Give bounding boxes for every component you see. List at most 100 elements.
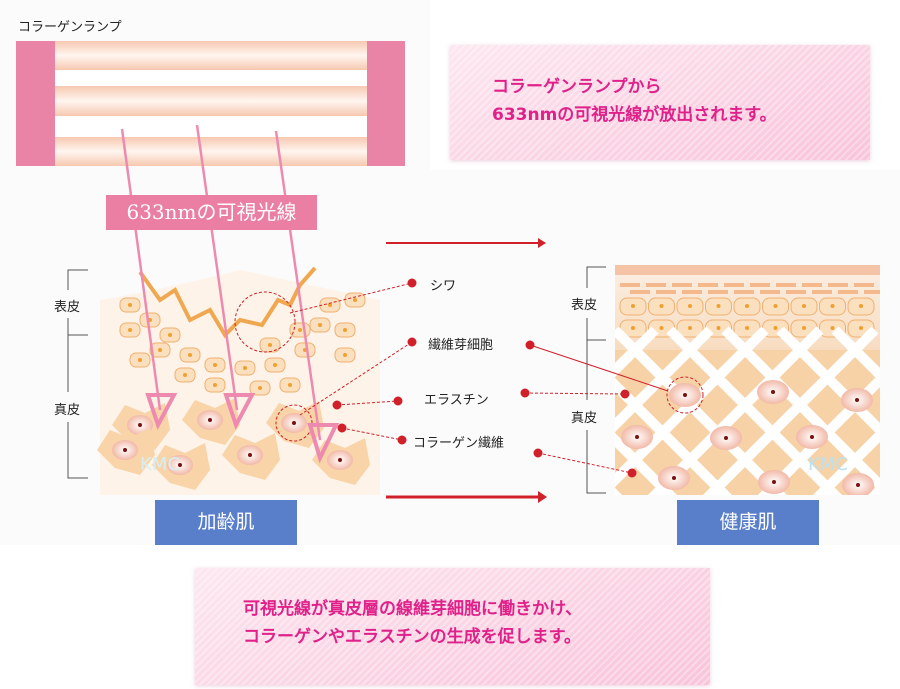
- cell-nucleus: [273, 363, 277, 367]
- light-beams: [120, 124, 340, 464]
- fibroblast-nucleus: [810, 435, 814, 439]
- cell-nucleus: [288, 383, 292, 387]
- cell-nucleus: [773, 326, 778, 330]
- fibroblast-nucleus: [123, 448, 127, 452]
- layer-brackets: [67, 266, 606, 494]
- label-epidermis-left: 表皮: [54, 300, 81, 315]
- skin-flake: [838, 290, 858, 294]
- collagen-fiber: [702, 326, 879, 495]
- cell-nucleus: [128, 303, 132, 307]
- fibroblast-nucleus: [635, 435, 639, 439]
- watermark: KMC: [808, 454, 848, 475]
- cell-nucleus: [213, 363, 217, 367]
- cell-nucleus: [745, 326, 749, 330]
- fibroblast-nucleus: [856, 483, 860, 487]
- skin-flake: [854, 283, 874, 287]
- label-epidermis-right: 表皮: [571, 298, 598, 313]
- beam-label: 633nmの可視光線: [106, 195, 317, 230]
- skin-flake: [750, 283, 770, 287]
- collagen-fiber: [890, 330, 900, 590]
- svg-text:KMC: KMC: [140, 454, 180, 475]
- skin-flake: [776, 283, 796, 287]
- cell-nucleus: [243, 366, 247, 370]
- fibroblast-nucleus: [292, 421, 296, 425]
- skin-flake: [646, 283, 666, 287]
- collagen-lamp: [16, 41, 405, 166]
- skin-flake: [620, 283, 640, 287]
- fibroblast-nucleus: [248, 453, 252, 457]
- cell-nucleus: [745, 304, 749, 308]
- cell-nucleus: [716, 304, 721, 308]
- callout-bottom-line2: コラーゲンやエラスチンの生成を促します。: [243, 627, 581, 647]
- callout-top: コラーゲンランプから 633nmの可視光線が放出されます。: [450, 45, 870, 160]
- callout-bottom: 可視光線が真皮層の線維芽細胞に働きかけ、 コラーゲンやエラスチンの生成を促します…: [195, 568, 710, 685]
- collagen-fiber: [615, 326, 769, 488]
- cell-nucleus: [128, 328, 132, 332]
- healthy-skin-illustration: [615, 265, 900, 590]
- skin-flake: [734, 290, 754, 294]
- collagen-fiber: [615, 326, 714, 433]
- collagen-fiber: [831, 326, 880, 383]
- cell-nucleus: [258, 386, 262, 390]
- lamp-title: コラーゲンランプ: [18, 20, 122, 35]
- aged-skin-label: 加齢肌: [155, 500, 297, 545]
- cell-nucleus: [773, 304, 778, 308]
- cell-nucleus: [268, 343, 272, 347]
- healthy-skin-label: 健康肌: [677, 500, 819, 545]
- skin-flake: [672, 283, 692, 287]
- wrinkle-line: [138, 266, 317, 339]
- cell-nucleus: [158, 348, 162, 352]
- collagen-fiber: [890, 330, 900, 590]
- cell-nucleus: [318, 323, 322, 327]
- cell-nucleus: [859, 326, 863, 330]
- fibroblast-nucleus: [855, 398, 859, 402]
- legend-wrinkle: シワ: [430, 279, 457, 294]
- wrinkle-marker: [234, 291, 296, 353]
- cell-nucleus: [716, 326, 721, 330]
- cell-nucleus: [830, 304, 835, 308]
- fibroblast-nucleus: [138, 423, 142, 427]
- skin-flake: [760, 290, 780, 294]
- fibroblast-nucleus: [178, 463, 182, 467]
- cell-nucleus: [328, 303, 332, 307]
- cell-nucleus: [830, 326, 835, 330]
- legend-collagen: コラーゲン繊維: [413, 436, 505, 451]
- callout-top-line1: コラーゲンランプから: [492, 77, 662, 97]
- collagen-fiber: [812, 427, 880, 495]
- skin-flake: [802, 283, 822, 287]
- collagen-fiber: [757, 372, 880, 495]
- cell-nucleus: [631, 326, 635, 330]
- fibroblast-nucleus: [771, 390, 775, 394]
- legend-elastin: エラスチン: [424, 393, 489, 408]
- callout-bottom-line1: 可視光線が真皮層の線維芽細胞に働きかけ、: [243, 599, 583, 619]
- cell-nucleus: [183, 373, 187, 377]
- collagen-fiber: [647, 326, 824, 495]
- cell-nucleus: [168, 333, 172, 337]
- aged-skin-illustration: [97, 266, 380, 495]
- skin-flake: [656, 290, 676, 294]
- fibroblast-nucleus: [208, 418, 212, 422]
- skin-flake: [630, 290, 650, 294]
- cell-nucleus: [859, 304, 863, 308]
- cell-nucleus: [659, 304, 664, 308]
- label-dermis-left: 真皮: [54, 403, 81, 418]
- cell-nucleus: [802, 326, 806, 330]
- skin-flake: [828, 283, 848, 287]
- skin-flake: [864, 290, 880, 294]
- cell-nucleus: [298, 328, 302, 332]
- fibroblast-nucleus: [772, 480, 776, 484]
- leader-lines: [289, 278, 669, 478]
- fibroblast-nucleus: [338, 458, 342, 462]
- legend-fibroblast: 繊維芽細胞: [428, 338, 494, 353]
- cell-nucleus: [138, 358, 142, 362]
- skin-flake: [708, 290, 728, 294]
- cell-nucleus: [353, 298, 357, 302]
- fibroblast-nucleus: [672, 476, 676, 480]
- label-dermis-right: 真皮: [571, 411, 598, 426]
- skin-flake: [724, 283, 744, 287]
- cell-nucleus: [343, 328, 347, 332]
- cell-nucleus: [631, 304, 635, 308]
- cell-nucleus: [188, 353, 192, 357]
- skin-flake: [682, 290, 702, 294]
